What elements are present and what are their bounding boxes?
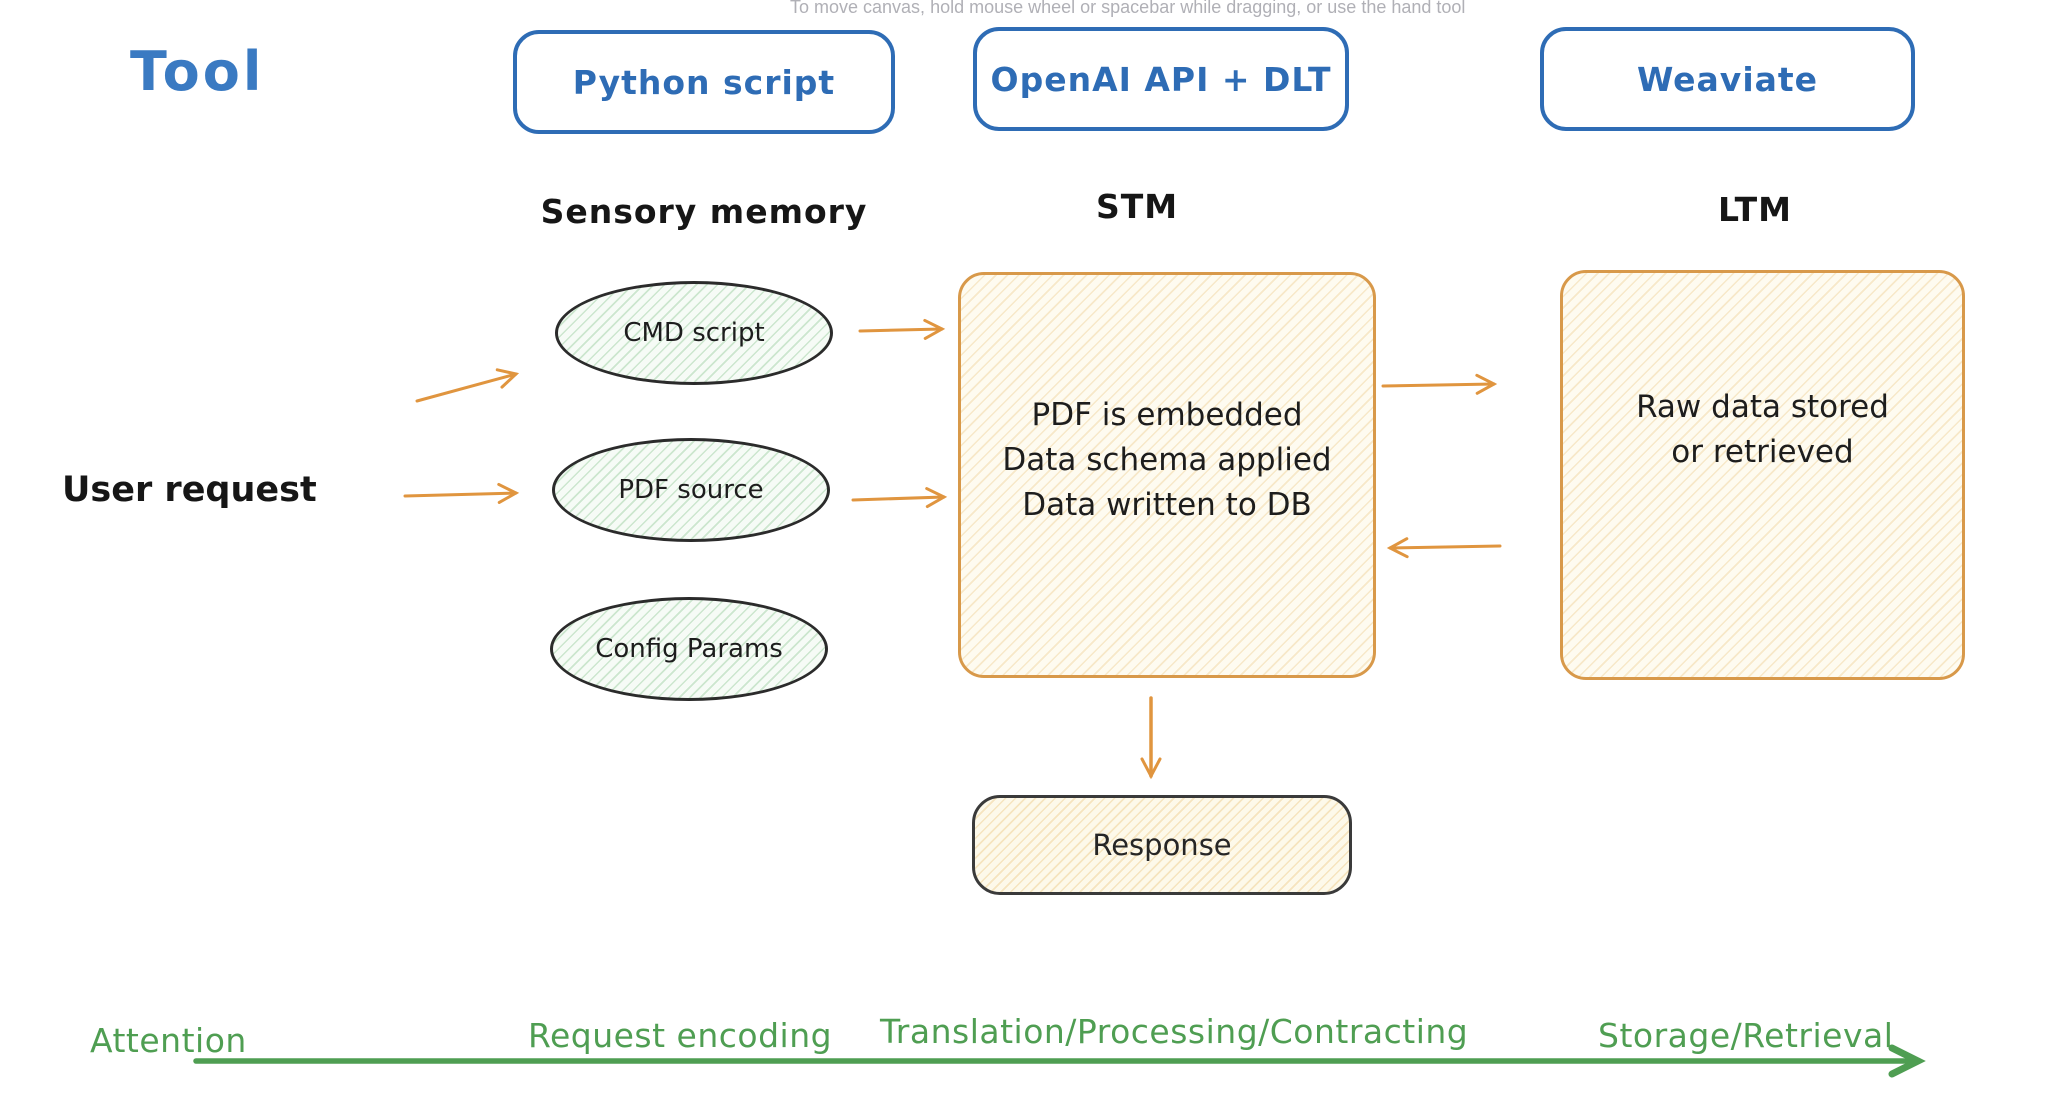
ellipse-pdf-source-label: PDF source xyxy=(618,475,764,505)
ellipse-config-params-label: Config Params xyxy=(595,634,783,664)
memory-label-sensory[interactable]: Sensory memory xyxy=(540,192,868,231)
response-box[interactable]: Response xyxy=(972,795,1352,895)
legend-title-tool[interactable]: Tool xyxy=(130,40,265,103)
stm-line-3: Data written to DB xyxy=(1022,487,1312,523)
axis-label-request-encoding[interactable]: Request encoding xyxy=(528,1016,833,1055)
tool-box-openai-api-dlt[interactable]: OpenAI API + DLT xyxy=(973,27,1349,131)
ltm-line-1: Raw data stored xyxy=(1636,389,1889,425)
ltm-storage-box[interactable]: Raw data stored or retrieved xyxy=(1560,270,1965,680)
axis-label-translation-processing-contracting[interactable]: Translation/Processing/Contracting xyxy=(880,1012,1469,1051)
arrow-user-request-to-pdf-source[interactable] xyxy=(403,482,520,504)
ellipse-config-params[interactable]: Config Params xyxy=(550,597,828,701)
arrow-cmd-script-to-stm[interactable] xyxy=(858,318,946,340)
tool-box-openai-api-dlt-label: OpenAI API + DLT xyxy=(990,59,1332,99)
canvas-pan-hint: To move canvas, hold mouse wheel or spac… xyxy=(790,0,1466,17)
tool-box-python-script-label: Python script xyxy=(572,62,836,102)
stm-line-2: Data schema applied xyxy=(1002,442,1332,478)
ltm-line-2: or retrieved xyxy=(1671,434,1854,470)
response-box-label: Response xyxy=(1092,828,1232,862)
ellipse-cmd-script[interactable]: CMD script xyxy=(555,281,833,385)
axis-label-attention[interactable]: Attention xyxy=(90,1021,247,1060)
user-request-label[interactable]: User request xyxy=(62,470,317,510)
arrow-pdf-source-to-stm[interactable] xyxy=(851,487,948,509)
tool-box-weaviate[interactable]: Weaviate xyxy=(1540,27,1915,131)
tool-box-python-script[interactable]: Python script xyxy=(513,30,895,134)
ellipse-cmd-script-label: CMD script xyxy=(623,318,765,348)
axis-label-storage-retrieval[interactable]: Storage/Retrieval xyxy=(1598,1016,1894,1055)
arrow-ltm-to-stm[interactable] xyxy=(1386,537,1502,559)
stm-line-1: PDF is embedded xyxy=(1031,397,1303,433)
memory-label-ltm[interactable]: LTM xyxy=(1718,190,1792,229)
arrow-user-request-to-cmd-script[interactable] xyxy=(415,368,520,403)
ellipse-pdf-source[interactable]: PDF source xyxy=(552,438,830,542)
tool-box-weaviate-label: Weaviate xyxy=(1636,59,1819,99)
stm-process-box[interactable]: PDF is embedded Data schema applied Data… xyxy=(958,272,1376,678)
memory-label-stm[interactable]: STM xyxy=(1096,187,1179,226)
arrow-stm-to-ltm[interactable] xyxy=(1381,373,1498,395)
